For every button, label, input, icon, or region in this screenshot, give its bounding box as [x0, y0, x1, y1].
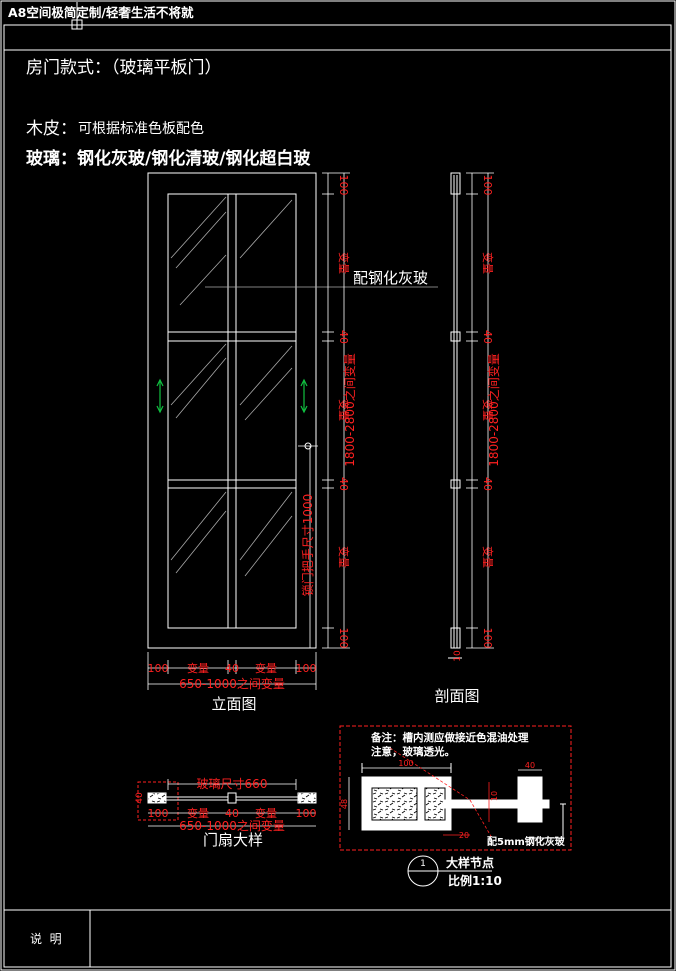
leaf-title: 门扇大样: [203, 831, 263, 849]
detail-scale: 比例1:10: [448, 873, 502, 888]
node-detail: [339, 725, 572, 851]
svg-text:100: 100: [481, 175, 494, 196]
svg-text:100: 100: [481, 628, 494, 649]
svg-text:1800-2800之间变量: 1800-2800之间变量: [486, 353, 501, 466]
svg-text:100: 100: [296, 807, 317, 820]
door-section: [448, 172, 462, 659]
svg-text:变量: 变量: [481, 252, 495, 274]
svg-text:变量: 变量: [187, 806, 209, 820]
svg-text:变量: 变量: [187, 661, 209, 675]
door-leaf-plan: [137, 779, 317, 827]
svg-text:650-1000之间变量: 650-1000之间变量: [179, 818, 285, 833]
svg-text:1800-2800之间变量: 1800-2800之间变量: [342, 353, 357, 466]
svg-text:100: 100: [148, 807, 169, 820]
elevation-horizontal-dims: [147, 652, 317, 690]
node-glass-label: 配5mm钢化灰玻: [487, 835, 566, 848]
header-title: A8空间极简定制/轻奢生活不将就: [8, 5, 194, 20]
svg-text:变量: 变量: [255, 806, 277, 820]
svg-text:40: 40: [337, 330, 350, 344]
svg-text:100: 100: [398, 759, 413, 768]
header-grip-icon: [71, 2, 83, 30]
svg-text:100: 100: [337, 175, 350, 196]
svg-text:变量: 变量: [337, 252, 351, 274]
svg-text:10: 10: [490, 791, 499, 801]
svg-text:备注：槽内测应做接近色混油处理: 备注：槽内测应做接近色混油处理: [370, 731, 529, 744]
svg-text:40: 40: [225, 807, 239, 820]
detail-marker-icon: [407, 855, 492, 887]
svg-text:100: 100: [337, 628, 350, 649]
svg-text:48: 48: [340, 799, 349, 809]
node-dim-text: 100 40 48 10 20: [340, 759, 535, 840]
elevation-vertical-dim-text: 100 变量 40 变量 40 变量 100 1800-2800之间变量 锁门把…: [300, 175, 357, 649]
detail-title: 大样节点: [446, 855, 494, 870]
detail-marker-number: 1: [420, 859, 426, 869]
svg-text:40: 40: [225, 662, 239, 675]
svg-text:变量: 变量: [337, 399, 351, 421]
svg-text:变量: 变量: [337, 546, 351, 568]
svg-text:40: 40: [481, 477, 494, 491]
elevation-title: 立面图: [211, 695, 256, 713]
door-style-line: 房门款式：（玻璃平板门）: [26, 58, 222, 78]
leaf-dim-text: 玻璃尺寸660 40 100 变量 40 变量 100 650-1000之间变量: [135, 777, 317, 833]
section-vertical-dims: [466, 172, 494, 649]
footer-notes-label: 说 明: [30, 931, 62, 946]
svg-text:变量: 变量: [481, 399, 495, 421]
glass-callout: 配钢化灰玻: [353, 269, 428, 287]
svg-text:玻璃尺寸660: 玻璃尺寸660: [197, 777, 268, 791]
door-elevation: [147, 172, 438, 649]
svg-text:650-1000之间变量: 650-1000之间变量: [179, 676, 285, 691]
svg-text:40: 40: [481, 330, 494, 344]
section-title: 剖面图: [434, 687, 479, 705]
svg-text:注意，玻璃透光。: 注意，玻璃透光。: [371, 745, 455, 758]
svg-text:100: 100: [148, 662, 169, 675]
wood-label: 木皮：: [26, 119, 77, 139]
svg-text:锁门把手尺寸1000: 锁门把手尺寸1000: [300, 494, 315, 597]
elevation-vertical-dims: [298, 172, 350, 649]
svg-text:变量: 变量: [481, 546, 495, 568]
hinge-arrow-icon: [156, 378, 308, 414]
node-note: 备注：槽内测应做接近色混油处理 注意，玻璃透光。: [370, 731, 529, 758]
svg-text:变量: 变量: [255, 661, 277, 675]
svg-text:40: 40: [337, 477, 350, 491]
section-dim-text: 100 变量 40 变量 40 变量 100 1800-2800之间变量 10: [453, 175, 501, 662]
glass-line: 玻璃：钢化灰玻/钢化清玻/钢化超白玻: [26, 148, 311, 169]
svg-text:40: 40: [135, 792, 145, 804]
wood-value: 可根据标准色板配色: [78, 120, 204, 137]
svg-text:10: 10: [453, 650, 463, 662]
svg-text:100: 100: [296, 662, 317, 675]
svg-text:20: 20: [459, 831, 469, 840]
svg-text:40: 40: [525, 761, 535, 770]
elevation-horizontal-dim-text: 100 变量 40 变量 100 650-1000之间变量: [148, 661, 317, 691]
